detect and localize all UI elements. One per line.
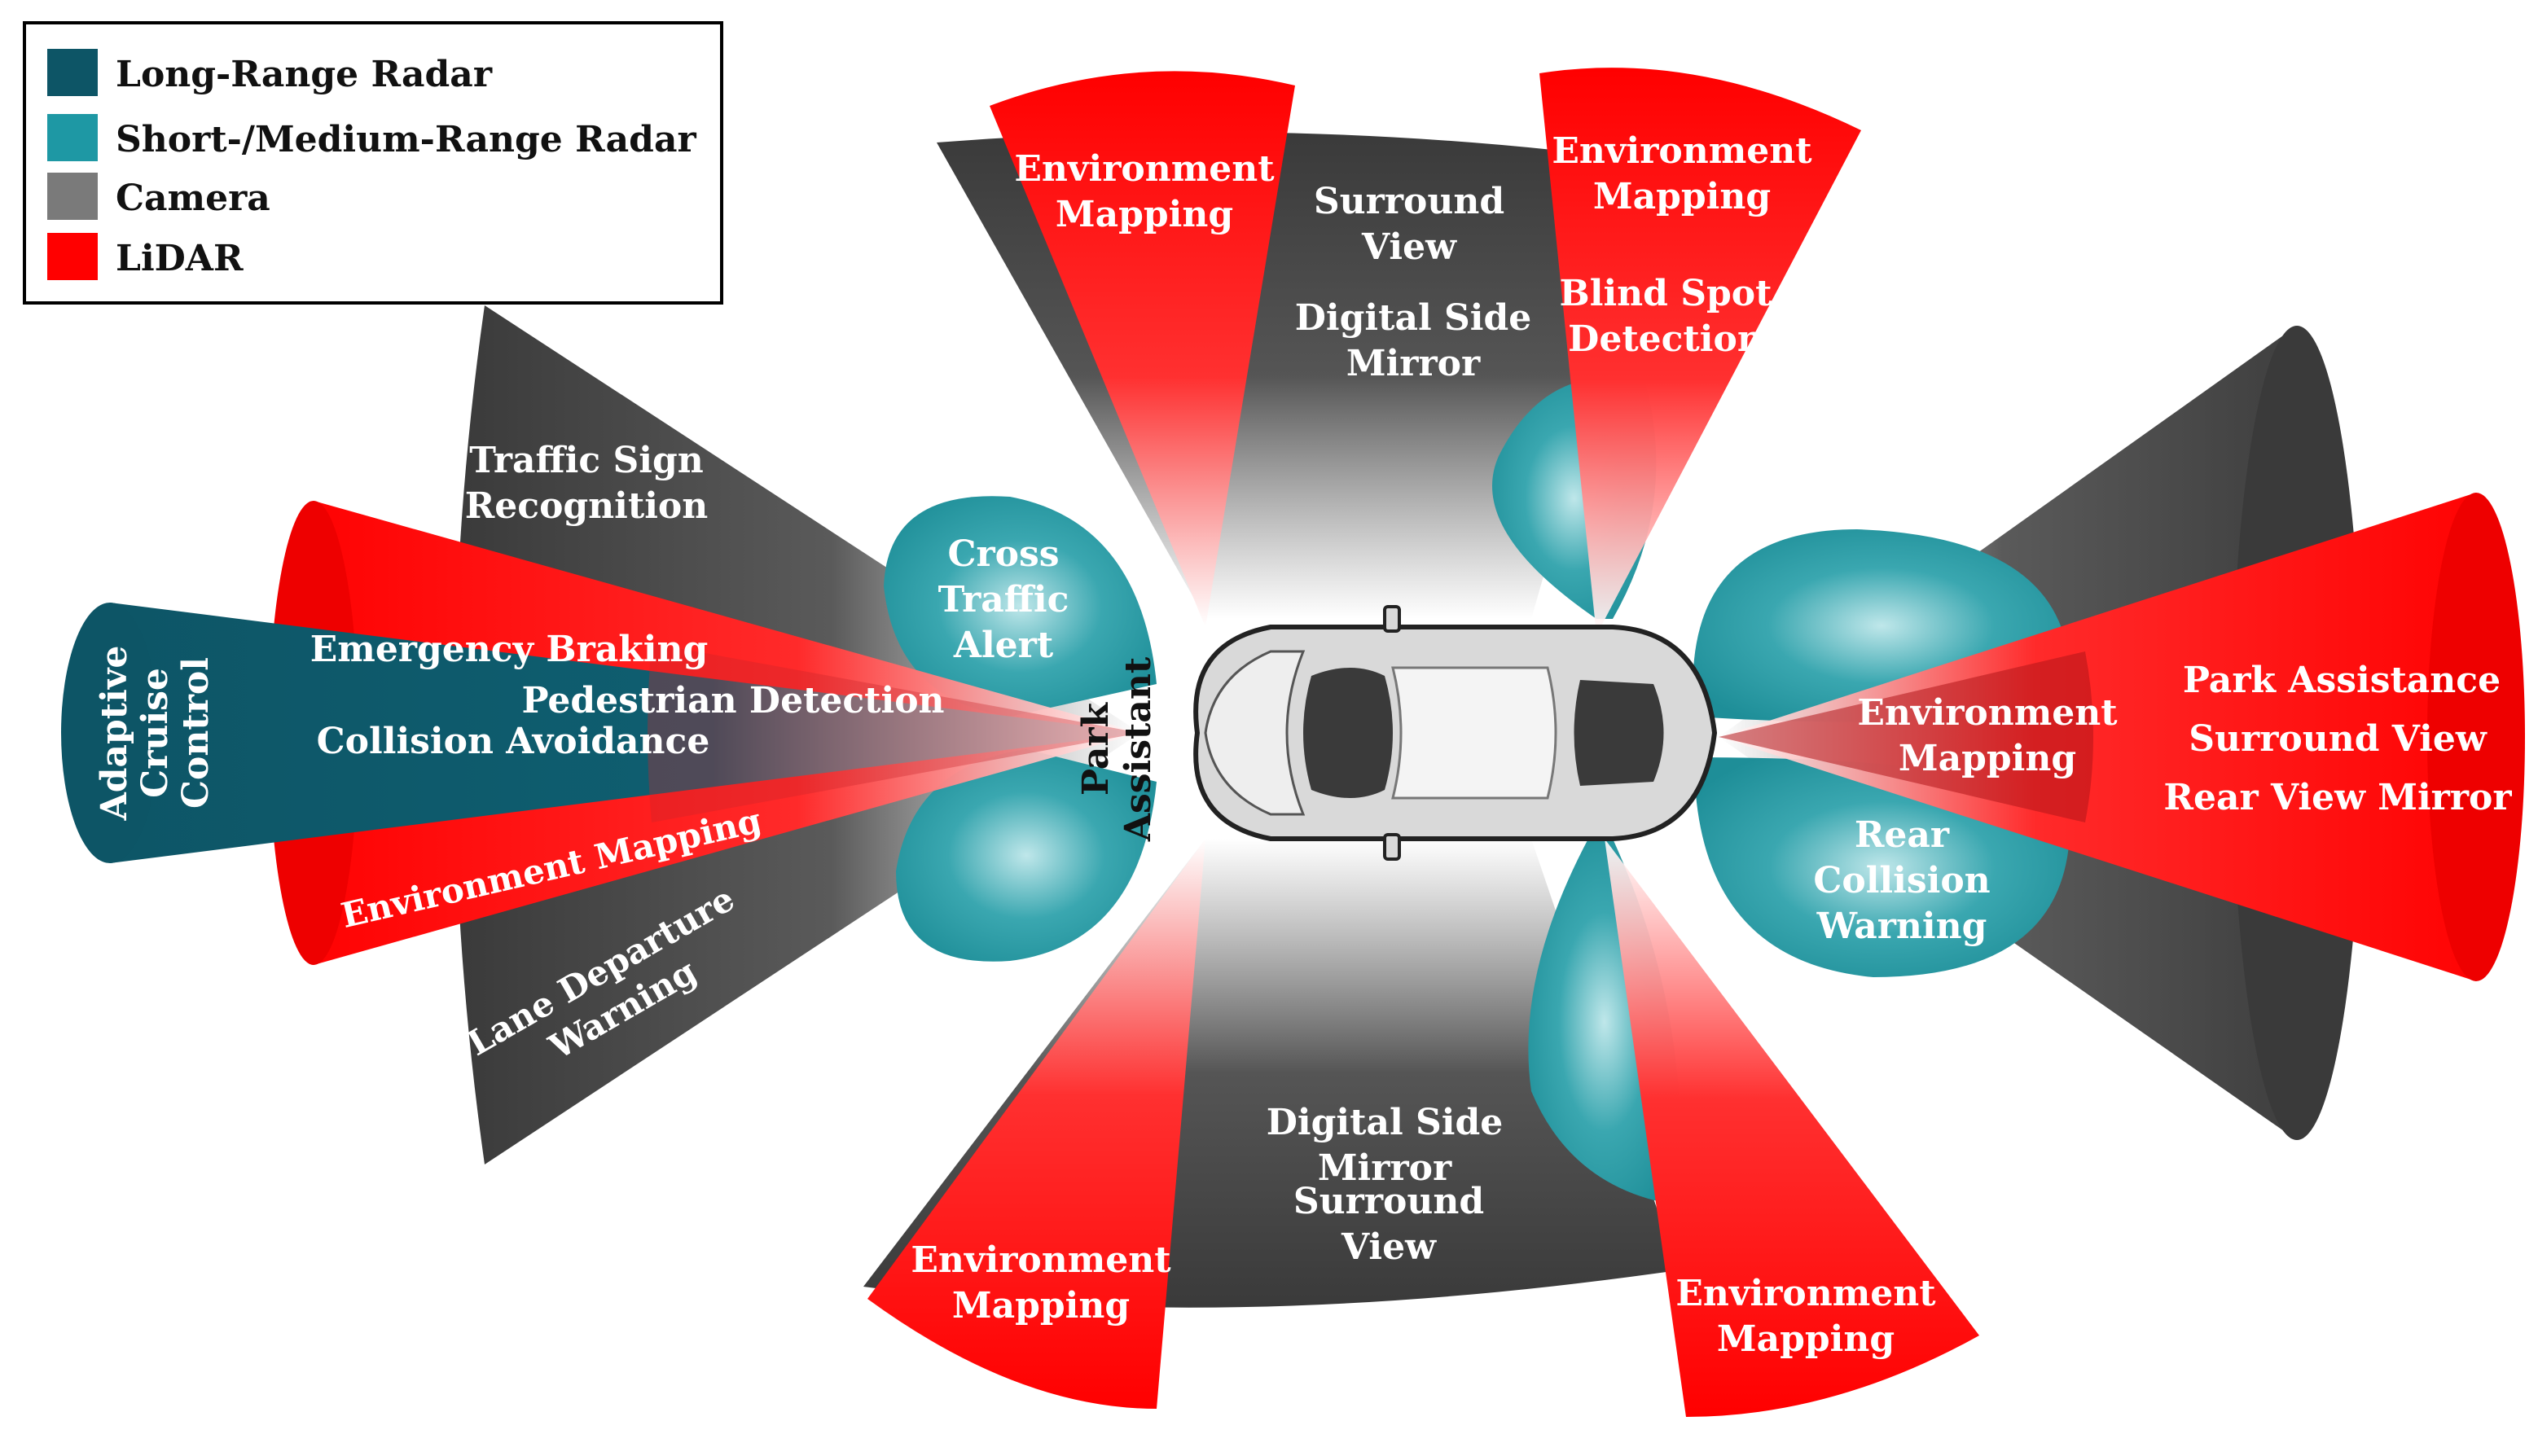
label-traffic-sign-recognition-2: Recognition — [465, 485, 709, 527]
label-emergency-braking: Emergency Braking — [310, 629, 709, 670]
acc-line-1: Adaptive — [94, 646, 135, 822]
label-surround-view-bottom-2: View — [1341, 1226, 1437, 1268]
label-env-mapping-bottom-left-1: Environment — [911, 1239, 1171, 1281]
car-top-view — [1193, 605, 1718, 861]
label-digital-side-mirror-bottom-1: Digital Side — [1267, 1102, 1503, 1143]
car-hood — [1204, 650, 1306, 816]
legend-item-short-medium-range-radar: Short-/Medium-Range Radar — [47, 114, 696, 161]
legend-box — [23, 21, 723, 305]
label-cross-traffic-2: Traffic — [938, 579, 1069, 621]
label-surround-view-top-2: View — [1361, 226, 1457, 268]
top-left-lidar-beam — [990, 71, 1295, 628]
bottom-sensor-group — [863, 839, 1979, 1417]
label-surround-view-top-1: Surround — [1314, 181, 1504, 222]
label-env-mapping-rear-2: Mapping — [1899, 738, 2076, 779]
park-assistant-line-1: Park — [1075, 701, 1117, 796]
label-digital-side-mirror-bottom-2: Mirror — [1318, 1147, 1452, 1189]
park-assistant-line-2: Assistant — [1118, 656, 1159, 842]
car-windshield — [1303, 668, 1393, 798]
acc-line-2: Cruise — [134, 668, 176, 798]
label-blind-spot-1: Blind Spot — [1560, 273, 1773, 314]
legend-swatch-lidar — [47, 233, 98, 280]
rear-lidar-beam-cap — [2427, 493, 2525, 981]
label-env-mapping-top-right-2: Mapping — [1593, 176, 1771, 217]
rear-lidar-inner-beam — [1719, 651, 2093, 822]
label-env-mapping-bottom-right-1: Environment — [1675, 1273, 1936, 1314]
front-sensor-group — [61, 305, 1157, 1164]
legend-label-camera: Camera — [116, 178, 270, 219]
label-blind-spot-2: Detection — [1568, 318, 1763, 360]
label-surround-view-rear: Surround View — [2189, 718, 2488, 760]
legend-label-short-medium-range-radar: Short-/Medium-Range Radar — [116, 119, 696, 160]
sensor-labels: Adaptive Cruise Control Traffic Sign Rec… — [94, 130, 2512, 1360]
label-traffic-sign-recognition-1: Traffic Sign — [469, 440, 703, 481]
label-env-mapping-top-left-2: Mapping — [1056, 194, 1233, 235]
car-side-mirror-bottom — [1383, 833, 1401, 861]
front-long-range-radar-beam-cap — [61, 603, 159, 863]
front-short-radar-lobe-upper — [884, 496, 1157, 717]
car-rear-window — [1574, 680, 1664, 786]
bottom-right-lidar-beam — [1605, 839, 1979, 1417]
label-rear-view-mirror: Rear View Mirror — [2163, 777, 2512, 818]
rear-sensor-group — [1693, 326, 2525, 1140]
front-lidar-inner-beam — [648, 643, 1140, 822]
legend-swatch-long-range-radar — [47, 49, 98, 96]
label-adaptive-cruise-control: Adaptive Cruise Control — [94, 646, 217, 822]
label-park-assistance: Park Assistance — [2183, 660, 2501, 701]
label-env-mapping-bottom-right-2: Mapping — [1717, 1318, 1895, 1360]
legend-swatch-camera — [47, 173, 98, 220]
car-roof — [1391, 666, 1557, 800]
label-env-mapping-top-left-1: Environment — [1014, 148, 1275, 190]
label-rear-collision-2: Collision — [1813, 860, 1990, 901]
label-env-mapping-rear-1: Environment — [1857, 692, 2118, 734]
car-side-mirror-top — [1383, 605, 1401, 633]
top-right-lidar-beam — [1539, 68, 1861, 636]
label-pedestrian-detection: Pedestrian Detection — [521, 680, 944, 721]
legend-label-long-range-radar: Long-Range Radar — [116, 54, 493, 95]
legend-swatch-short-medium-range-radar — [47, 114, 98, 161]
label-digital-side-mirror-top-1: Digital Side — [1295, 297, 1531, 339]
label-surround-view-bottom-1: Surround — [1293, 1181, 1484, 1222]
acc-line-3: Control — [175, 657, 217, 809]
legend-item-camera: Camera — [47, 173, 270, 220]
top-sensor-group — [937, 68, 1861, 636]
legend: Long-Range Radar Short-/Medium-Range Rad… — [23, 21, 723, 305]
front-short-radar-lobe-lower — [896, 749, 1157, 962]
label-env-mapping-top-right-1: Environment — [1552, 130, 1812, 172]
label-cross-traffic-3: Alert — [953, 625, 1054, 666]
bottom-left-lidar-beam — [867, 839, 1205, 1409]
front-long-range-radar-beam — [71, 603, 1140, 863]
label-env-mapping-bottom-left-2: Mapping — [952, 1285, 1130, 1327]
label-rear-collision-3: Warning — [1816, 906, 1987, 947]
legend-item-lidar: LiDAR — [47, 233, 244, 280]
legend-label-lidar: LiDAR — [116, 238, 244, 279]
label-park-assistant: Park Assistant — [1075, 656, 1159, 842]
legend-item-long-range-radar: Long-Range Radar — [47, 49, 493, 96]
label-collision-avoidance: Collision Avoidance — [317, 721, 710, 762]
label-digital-side-mirror-top-2: Mirror — [1346, 343, 1481, 384]
label-rear-collision-1: Rear — [1855, 814, 1950, 856]
rear-lidar-beam — [1719, 493, 2513, 981]
label-cross-traffic-1: Cross — [947, 533, 1059, 575]
